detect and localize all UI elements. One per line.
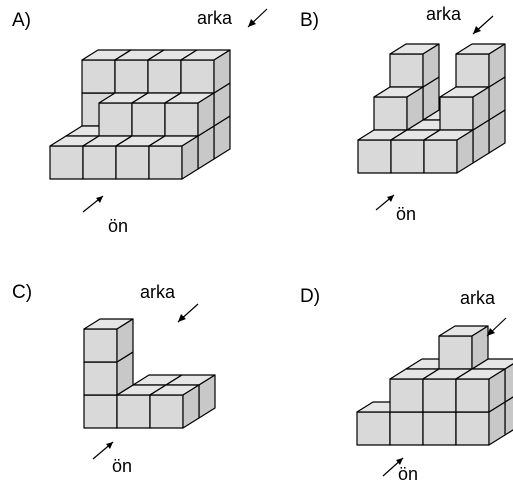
figure-d-front-arrow-head — [396, 458, 403, 465]
figure-b-front-arrow-head — [387, 195, 394, 202]
cube — [455, 43, 506, 88]
cube — [423, 129, 474, 174]
cube — [164, 92, 215, 137]
cube — [148, 135, 199, 180]
figure-a-front-label: ön — [108, 216, 128, 236]
figure-c: C) arka ön — [12, 282, 216, 476]
figure-d-cubes — [356, 325, 513, 446]
cube — [83, 318, 134, 363]
figure-d-front-label: ön — [398, 464, 418, 484]
figure-c-front-arrow-head — [106, 442, 113, 449]
cube — [389, 43, 440, 88]
figure-a-front-arrow-head — [96, 196, 103, 203]
figure-c-front-label: ön — [112, 456, 132, 476]
figure-d-label: D) — [300, 286, 320, 307]
cube — [149, 384, 200, 429]
figure-a-label: A) — [12, 10, 31, 31]
figure-a-back-arrow-head — [248, 19, 256, 27]
figure-d-back-arrow-head — [487, 328, 495, 336]
figure-a-back-label: arka — [197, 8, 233, 28]
figure-b-front-label: ön — [396, 204, 416, 224]
figure-a: A) arka ön — [12, 8, 268, 236]
figure-b-back-arrow-head — [473, 26, 481, 34]
cube — [438, 325, 489, 370]
figure-a-cubes — [49, 49, 231, 180]
figure-d: D) arka ön — [300, 286, 513, 484]
figure-d-back-label: arka — [460, 288, 496, 308]
figure-b: B) arka ön — [300, 4, 506, 224]
figure-c-back-arrow-head — [178, 314, 186, 322]
cube — [373, 86, 424, 131]
figure-b-cubes — [357, 43, 506, 174]
cube — [180, 49, 231, 94]
figure-b-back-label: arka — [426, 4, 462, 24]
figure-c-back-label: arka — [140, 282, 176, 302]
figure-c-label: C) — [12, 282, 32, 303]
figure-c-cubes — [83, 318, 216, 429]
cube — [455, 368, 506, 413]
cube — [439, 86, 490, 131]
figure-b-label: B) — [300, 10, 319, 31]
